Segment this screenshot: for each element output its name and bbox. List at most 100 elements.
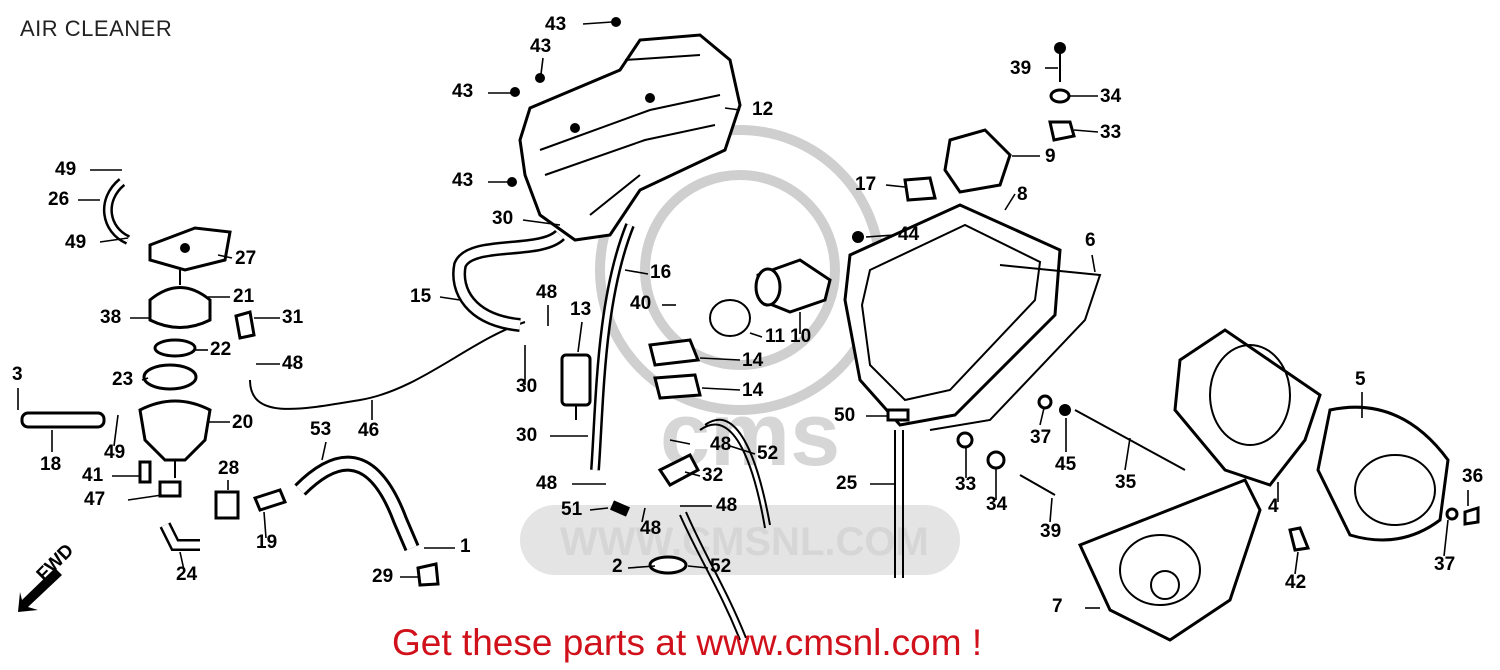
callout-leader-48 (641, 507, 646, 523)
callout-leader-48 (669, 439, 691, 445)
callout-leader-33 (1073, 129, 1099, 133)
callout-label-28: 28 (218, 458, 239, 479)
callout-leader-43 (582, 21, 613, 25)
callout-leader-52 (729, 445, 756, 455)
callout-label-43: 43 (452, 170, 473, 191)
callout-leader-11 (749, 332, 763, 338)
callout-label-29: 29 (372, 566, 393, 587)
callout-leader-2 (627, 565, 656, 569)
callout-label-20: 20 (232, 412, 253, 433)
callout-label-19: 19 (256, 532, 277, 553)
callout-leader-37 (1039, 407, 1045, 426)
callout-label-3: 3 (12, 364, 23, 385)
callout-label-36: 36 (1462, 466, 1483, 487)
callout-leader-19 (263, 511, 267, 539)
callout-label-14: 14 (742, 380, 764, 401)
callout-leader-52 (687, 565, 709, 569)
callout-label-41: 41 (82, 465, 104, 486)
callout-leader-14 (699, 357, 741, 361)
page-title: AIR CLEANER (20, 16, 173, 41)
callout-label-48: 48 (282, 353, 303, 374)
callout-label-33: 33 (955, 474, 976, 495)
callout-leader-39 (1049, 497, 1053, 523)
callout-label-12: 12 (752, 99, 773, 120)
callout-label-48: 48 (716, 495, 737, 516)
callout-label-53: 53 (310, 419, 331, 440)
callout-leader-6 (1091, 254, 1096, 273)
callout-label-30: 30 (516, 376, 537, 397)
callout-leader-8 (1004, 193, 1016, 211)
callout-leader-35 (1124, 437, 1131, 471)
callout-leader-42 (1294, 551, 1299, 575)
callout-label-51: 51 (561, 499, 583, 520)
callout-label-40: 40 (630, 293, 651, 314)
callout-label-37: 37 (1030, 427, 1051, 448)
callout-label-4: 4 (1268, 496, 1279, 517)
callout-label-47: 47 (84, 489, 105, 510)
callout-label-49: 49 (104, 442, 125, 463)
callout-label-48: 48 (536, 473, 557, 494)
callout-label-52: 52 (757, 443, 778, 464)
callout-label-31: 31 (282, 307, 304, 328)
callout-label-7: 7 (1052, 596, 1063, 617)
callout-leader-27 (217, 254, 233, 259)
callout-label-33: 33 (1100, 122, 1121, 143)
callout-leader-23 (141, 377, 149, 381)
callout-leader-43 (540, 57, 544, 75)
promo-footer: Get these parts at www.cmsnl.com ! (392, 622, 983, 663)
callout-label-46: 46 (358, 420, 379, 441)
fwd-arrow: FWD (18, 540, 78, 612)
callout-leader-17 (885, 184, 906, 188)
callout-leader-51 (589, 507, 609, 511)
callout-leader-44 (865, 234, 896, 238)
callout-label-50: 50 (834, 405, 855, 426)
callout-label-15: 15 (410, 286, 432, 307)
callout-leader-13 (577, 321, 583, 353)
callout-label-1: 1 (460, 536, 471, 557)
callout-label-37: 37 (1434, 554, 1455, 575)
callout-label-23: 23 (112, 369, 133, 390)
callout-label-2: 2 (612, 556, 623, 577)
callout-label-30: 30 (516, 425, 537, 446)
watermark: cms WWW.CMSNL.COM (520, 125, 960, 575)
callout-leader-12 (724, 107, 741, 111)
callout-label-17: 17 (855, 174, 876, 195)
callout-label-32: 32 (702, 465, 723, 486)
callout-leader-49 (99, 237, 129, 243)
callout-label-43: 43 (530, 36, 551, 57)
callout-label-35: 35 (1115, 472, 1137, 493)
callout-label-39: 39 (1040, 521, 1061, 542)
callout-label-42: 42 (1285, 572, 1306, 593)
callout-label-24: 24 (176, 564, 198, 585)
callout-label-13: 13 (570, 299, 591, 320)
callout-label-5: 5 (1355, 369, 1366, 390)
callout-label-26: 26 (48, 189, 69, 210)
callout-label-16: 16 (650, 262, 671, 283)
callout-label-44: 44 (898, 224, 920, 245)
callout-label-49: 49 (65, 232, 86, 253)
callout-label-48: 48 (710, 434, 731, 455)
callout-leader-24 (179, 551, 185, 571)
callout-leader-30 (522, 219, 561, 226)
callout-label-52: 52 (710, 556, 731, 577)
callout-leader-53 (321, 441, 327, 461)
callout-label-34: 34 (1100, 86, 1122, 107)
callout-label-8: 8 (1017, 184, 1028, 205)
callout-label-39: 39 (1010, 58, 1031, 79)
callout-label-6: 6 (1085, 230, 1096, 251)
callout-label-34: 34 (986, 494, 1008, 515)
callout-label-11: 11 (765, 326, 786, 347)
callout-label-10: 10 (790, 326, 811, 347)
callout-label-30: 30 (492, 208, 513, 229)
callout-leader-14 (701, 387, 741, 391)
callout-label-38: 38 (100, 307, 121, 328)
watermark-url: WWW.CMSNL.COM (560, 520, 929, 564)
callout-leader-37 (1443, 519, 1449, 557)
callout-label-18: 18 (40, 454, 61, 475)
callout-leader-32 (684, 471, 701, 477)
callout-label-21: 21 (233, 286, 255, 307)
callout-label-48: 48 (640, 518, 661, 539)
callout-label-43: 43 (545, 14, 566, 35)
